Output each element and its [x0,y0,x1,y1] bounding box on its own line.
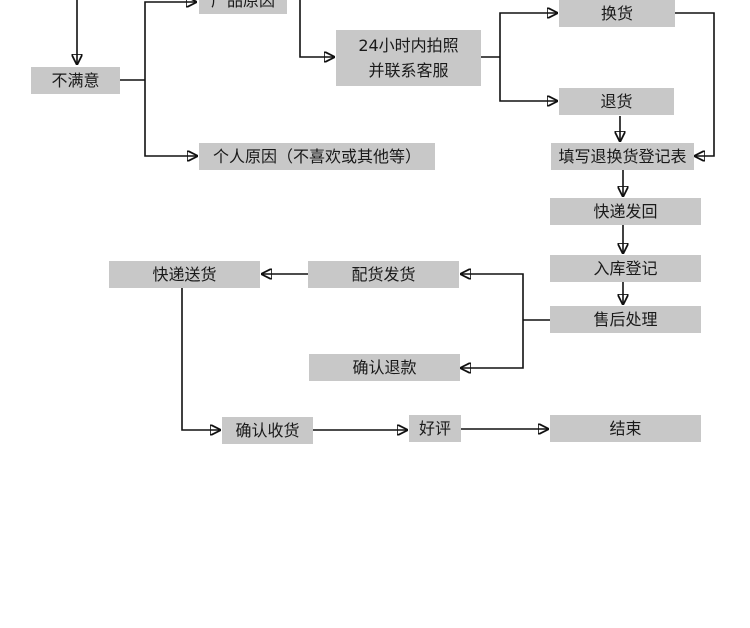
node-confirm-receipt: 确认收货 [222,417,313,444]
edge-to-personal-reason [144,80,197,156]
node-warehouse-register: 入库登记 [550,255,701,282]
edge-to-exchange [499,13,557,57]
node-after-sales: 售后处理 [550,306,701,333]
node-exchange: 换货 [559,0,675,27]
node-fill-form: 填写退换货登记表 [551,143,694,170]
edge-exchange-to-form [675,12,715,156]
node-product-reason: 产品原因 [199,0,287,14]
edge-to-photo-contact [299,0,334,57]
edge-to-return [499,57,557,101]
node-photo-contact-line1: 24小时内拍照 [358,36,459,55]
node-deliver-goods: 配货发货 [308,261,459,288]
node-photo-contact-line2: 并联系客服 [368,61,449,80]
node-photo-contact: 24小时内拍照 并联系客服 [336,30,481,86]
edge-to-product-reason [144,2,196,80]
edge-express-to-receipt [181,288,220,430]
node-unsatisfied: 不满意 [31,67,120,94]
edge-to-refund [461,320,524,368]
node-end: 结束 [550,415,701,442]
node-good-review: 好评 [409,415,461,442]
node-express-delivery: 快递送货 [109,261,260,288]
node-personal-reason: 个人原因（不喜欢或其他等） [199,143,435,170]
node-confirm-refund: 确认退款 [309,354,460,381]
edge-to-deliver [461,274,524,320]
node-return: 退货 [559,88,674,115]
node-express-back: 快递发回 [550,198,701,225]
